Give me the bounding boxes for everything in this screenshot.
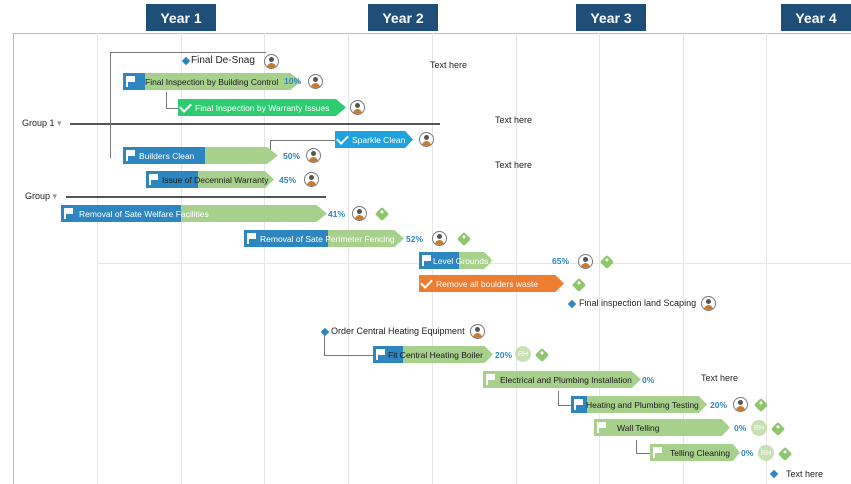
task-progress: 20% — [710, 400, 728, 410]
task-label: Removal of Sate Perimeter Fencing — [260, 233, 395, 244]
flag-icon — [486, 374, 496, 385]
task-label: Remove all boulders waste — [436, 278, 539, 289]
task-progress: 45% — [279, 175, 297, 185]
task-bar-welfare-facilities[interactable]: Removal of Sate Welfare Facilities — [61, 205, 327, 222]
task-label: Electrical and Plumbing Installation — [500, 374, 632, 385]
flag-icon — [126, 150, 136, 161]
year-2-header: Year 2 — [368, 4, 438, 31]
group-1-line — [70, 123, 440, 125]
task-progress: 65% — [552, 256, 570, 266]
task-bar-builders-clean[interactable]: Builders Clean — [123, 147, 278, 164]
grid-line — [264, 33, 265, 484]
grid-line — [97, 33, 98, 484]
task-label: Level Grounds front and Rear — [433, 255, 545, 266]
task-bar-heating-testing[interactable]: Heating and Plumbing Testing — [571, 396, 707, 413]
task-progress: 0% — [734, 423, 747, 433]
resource-badge[interactable]: RH — [758, 445, 774, 461]
resource-avatar-icon[interactable] — [352, 206, 367, 221]
group-1-label[interactable]: Group 1 ▾ — [22, 118, 62, 128]
connector-line — [558, 391, 573, 406]
grid-line — [348, 33, 349, 484]
task-label: Telling Cleaning — [670, 447, 731, 458]
group-2-line — [66, 196, 326, 198]
task-progress: 0% — [741, 448, 754, 458]
resource-badge[interactable]: RH — [751, 420, 767, 436]
task-bar-perimeter-fencing[interactable]: Removal of Sate Perimeter Fencing — [244, 230, 404, 247]
task-bar-final-inspection-warranty[interactable]: Final Inspection by Warranty Issues — [178, 99, 346, 116]
task-label: Sparkle Clean — [352, 134, 406, 145]
task-bar-sparkle-clean[interactable]: Sparkle Clean — [335, 131, 413, 148]
text-note: Text here — [701, 373, 739, 383]
task-label: Final Inspection by Building Control — [145, 76, 279, 87]
task-bar-final-inspection-building[interactable]: Final Inspection by Building Control — [123, 73, 301, 90]
text-note: Text here — [495, 160, 533, 170]
task-label-overflow — [458, 255, 460, 265]
year-1-header: Year 1 — [146, 4, 216, 31]
check-icon — [420, 276, 433, 289]
grid-line — [683, 33, 684, 484]
flag-icon — [597, 422, 607, 433]
resource-avatar-icon[interactable] — [733, 397, 748, 412]
milestone-final-de-snag: Final De-Snag — [191, 55, 255, 66]
task-label: Removal of Sate Welfare Facilities — [79, 208, 209, 219]
check-icon — [336, 132, 349, 145]
flag-icon — [126, 76, 136, 87]
resource-avatar-icon[interactable] — [306, 148, 321, 163]
connector-line — [166, 92, 179, 109]
task-bar-fit-boiler[interactable]: Fit Central Heating Boiler — [373, 346, 493, 363]
milestone-final-inspection-landscaping: Final inspection land Scaping — [579, 298, 697, 308]
grid-line — [599, 33, 600, 484]
milestone-order-heating: Order Central Heating Equipment — [331, 326, 465, 336]
task-label: Wall Telling — [617, 422, 660, 433]
flag-icon — [653, 447, 663, 458]
task-bar-electrical-plumbing[interactable]: Electrical and Plumbing Installation — [483, 371, 641, 388]
task-progress: 50% — [283, 151, 301, 161]
resource-avatar-icon[interactable] — [264, 54, 279, 69]
grid-line — [766, 33, 767, 484]
resource-avatar-icon[interactable] — [701, 296, 716, 311]
connector-line — [110, 52, 266, 158]
resource-avatar-icon[interactable] — [578, 254, 593, 269]
flag-icon — [376, 349, 386, 360]
task-progress: 10% — [284, 76, 302, 86]
resource-avatar-icon[interactable] — [350, 100, 365, 115]
task-label: Final Inspection by Warranty Issues — [195, 102, 330, 113]
task-bar-wall-telling[interactable]: Wall Telling — [594, 419, 730, 436]
task-label: Builders Clean — [139, 150, 195, 161]
task-bar-telling-cleaning[interactable]: Telling Cleaning — [650, 444, 740, 461]
connector-line — [636, 440, 651, 454]
year-4-header: Year 4 — [781, 4, 851, 31]
task-label: Fit Central Heating Boiler — [388, 349, 483, 360]
task-bar-decennial-warranty[interactable]: Issue of Decennial Warranty — [146, 171, 274, 188]
task-progress: 52% — [406, 234, 424, 244]
task-progress: 0% — [642, 375, 655, 385]
resource-avatar-icon[interactable] — [432, 231, 447, 246]
grid-line — [181, 33, 182, 484]
connector-line — [324, 333, 375, 356]
grid-line — [516, 33, 517, 484]
flag-icon — [422, 255, 432, 266]
group-2-label[interactable]: Group ▾ — [25, 191, 58, 201]
text-note: Text here — [786, 469, 824, 479]
task-label: Issue of Decennial Warranty — [162, 174, 269, 185]
resource-badge[interactable]: RH — [515, 346, 531, 362]
text-note: Text here — [430, 60, 468, 70]
task-progress: 41% — [328, 209, 346, 219]
flag-icon — [149, 174, 159, 185]
resource-avatar-icon[interactable] — [304, 172, 319, 187]
task-bar-level-grounds[interactable]: Level Grounds front and Rear — [419, 252, 493, 269]
flag-icon — [64, 208, 74, 219]
check-icon — [179, 100, 192, 113]
resource-avatar-icon[interactable] — [308, 74, 323, 89]
task-bar-remove-boulders[interactable]: Remove all boulders waste — [419, 275, 564, 292]
year-3-header: Year 3 — [576, 4, 646, 31]
connector-line — [270, 140, 337, 156]
resource-avatar-icon[interactable] — [419, 132, 434, 147]
flag-icon — [574, 399, 583, 410]
task-label: Heating and Plumbing Testing — [586, 399, 699, 410]
text-note: Text here — [495, 115, 533, 125]
resource-avatar-icon[interactable] — [470, 324, 485, 339]
flag-icon — [247, 233, 257, 244]
task-progress: 20% — [495, 350, 513, 360]
